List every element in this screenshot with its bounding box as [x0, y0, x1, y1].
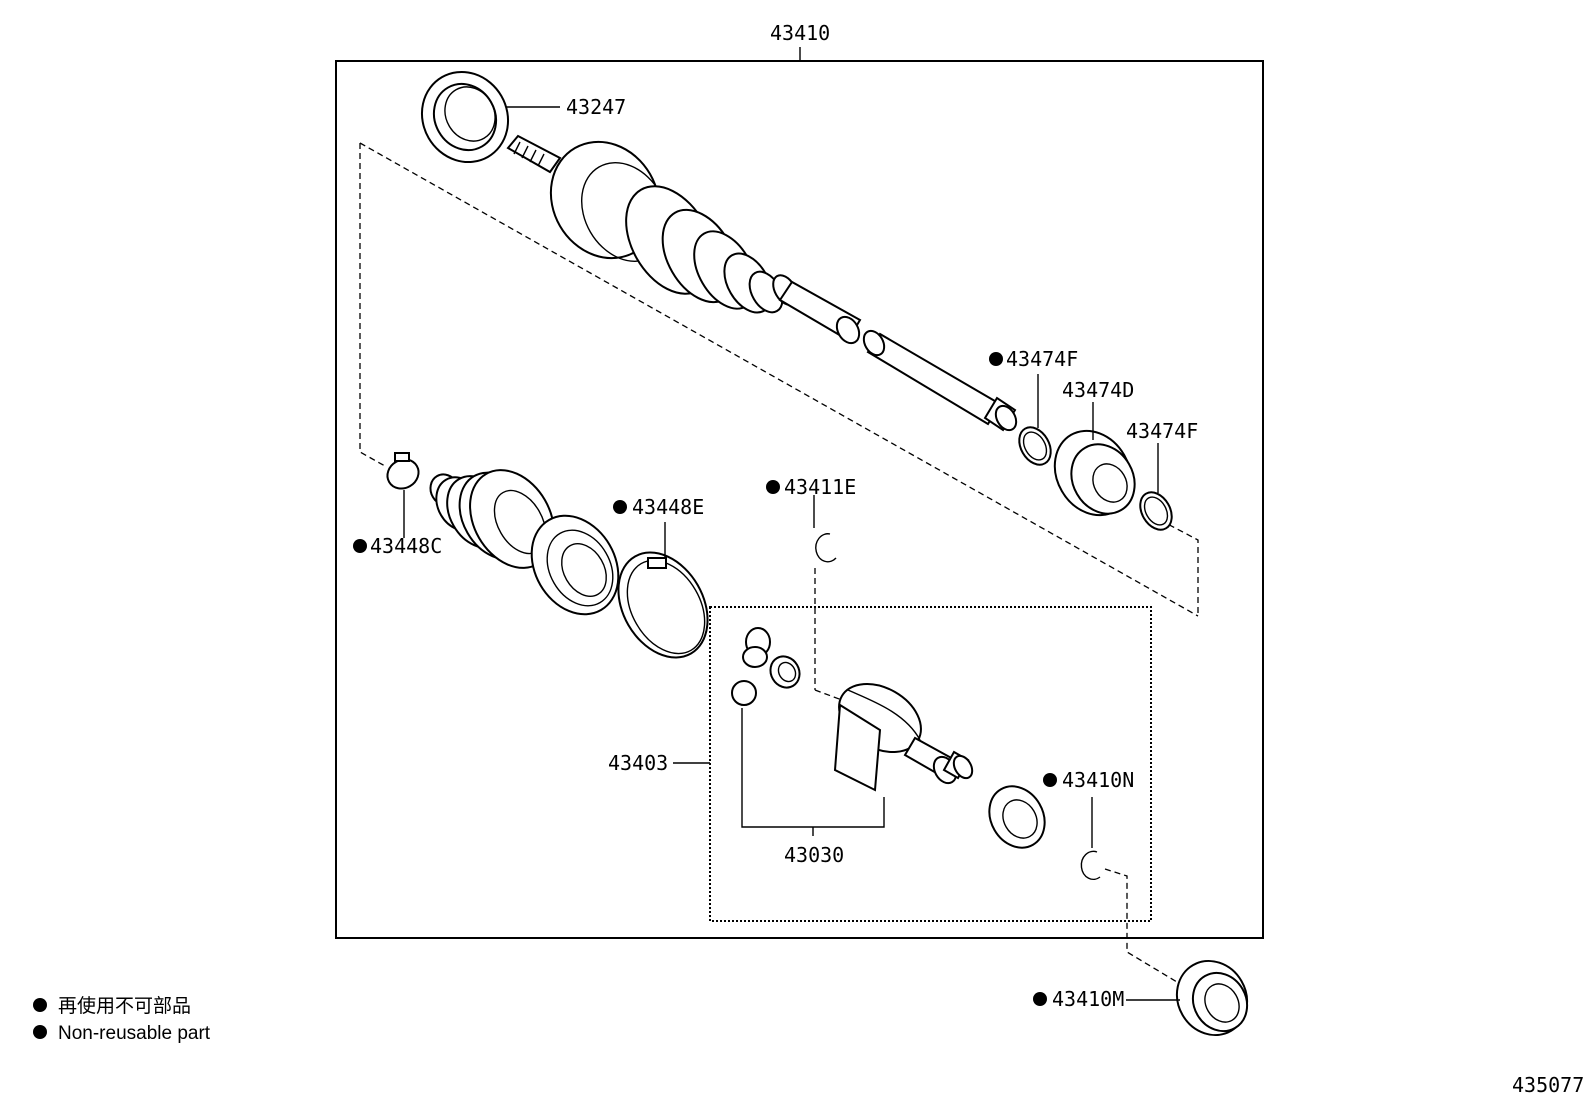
legend-dot-jp [33, 998, 47, 1012]
label-43474D[interactable]: 43474D [1062, 378, 1134, 402]
oil-seal[interactable] [978, 776, 1055, 857]
bearing-43410M[interactable] [1164, 948, 1261, 1048]
inboard-joint-housing[interactable] [827, 670, 976, 792]
label-43410M[interactable]: 43410M [1052, 987, 1124, 1011]
label-43410N[interactable]: 43410N [1062, 768, 1134, 792]
label-43411E[interactable]: 43411E [784, 475, 856, 499]
non-reusable-dot-43448C [353, 539, 367, 553]
assembly-frame [335, 60, 1264, 939]
assembly-label[interactable]: 43410 [770, 21, 830, 45]
boot-clamp-43448E[interactable] [600, 537, 725, 674]
non-reusable-dot-43410N [1043, 773, 1057, 787]
snap-ring-43474F-b[interactable] [1134, 487, 1178, 536]
guide-lines [359, 142, 1199, 986]
non-reusable-dot-43474F-a [989, 352, 1003, 366]
dust-seal-43247[interactable] [406, 56, 525, 178]
damper-43474D[interactable] [1040, 417, 1147, 529]
outboard-joint-shaft[interactable] [506, 122, 1020, 434]
label-43474F-b[interactable]: 43474F [1126, 419, 1198, 443]
boot-clamp-43448C[interactable] [382, 452, 424, 494]
snap-ring-43410N[interactable] [1080, 850, 1101, 881]
legend-text-jp: 再使用不可部品 [58, 995, 191, 1017]
legend-text-en: Non-reusable part [58, 1023, 211, 1044]
label-43474F-a[interactable]: 43474F [1006, 347, 1078, 371]
tripod-joint-43030[interactable] [731, 627, 805, 706]
snap-ring-43474F-a[interactable] [1013, 422, 1057, 471]
non-reusable-dot-43410M [1033, 992, 1047, 1006]
legend-dot-en [33, 1025, 47, 1039]
label-43448E[interactable]: 43448E [632, 495, 704, 519]
non-reusable-dot-43411E [766, 480, 780, 494]
label-43030[interactable]: 43030 [784, 843, 844, 867]
inner-joint-frame [709, 606, 1152, 922]
figure-code: 435077 [1512, 1073, 1584, 1097]
label-43448C[interactable]: 43448C [370, 534, 442, 558]
non-reusable-dot-43448E [613, 500, 627, 514]
snap-ring-43411E[interactable] [815, 533, 837, 563]
legend: 再使用不可部品 Non-reusable part [33, 995, 211, 1044]
label-43403[interactable]: 43403 [608, 751, 668, 775]
label-43247[interactable]: 43247 [566, 95, 626, 119]
inboard-housing-ring[interactable] [514, 500, 635, 630]
